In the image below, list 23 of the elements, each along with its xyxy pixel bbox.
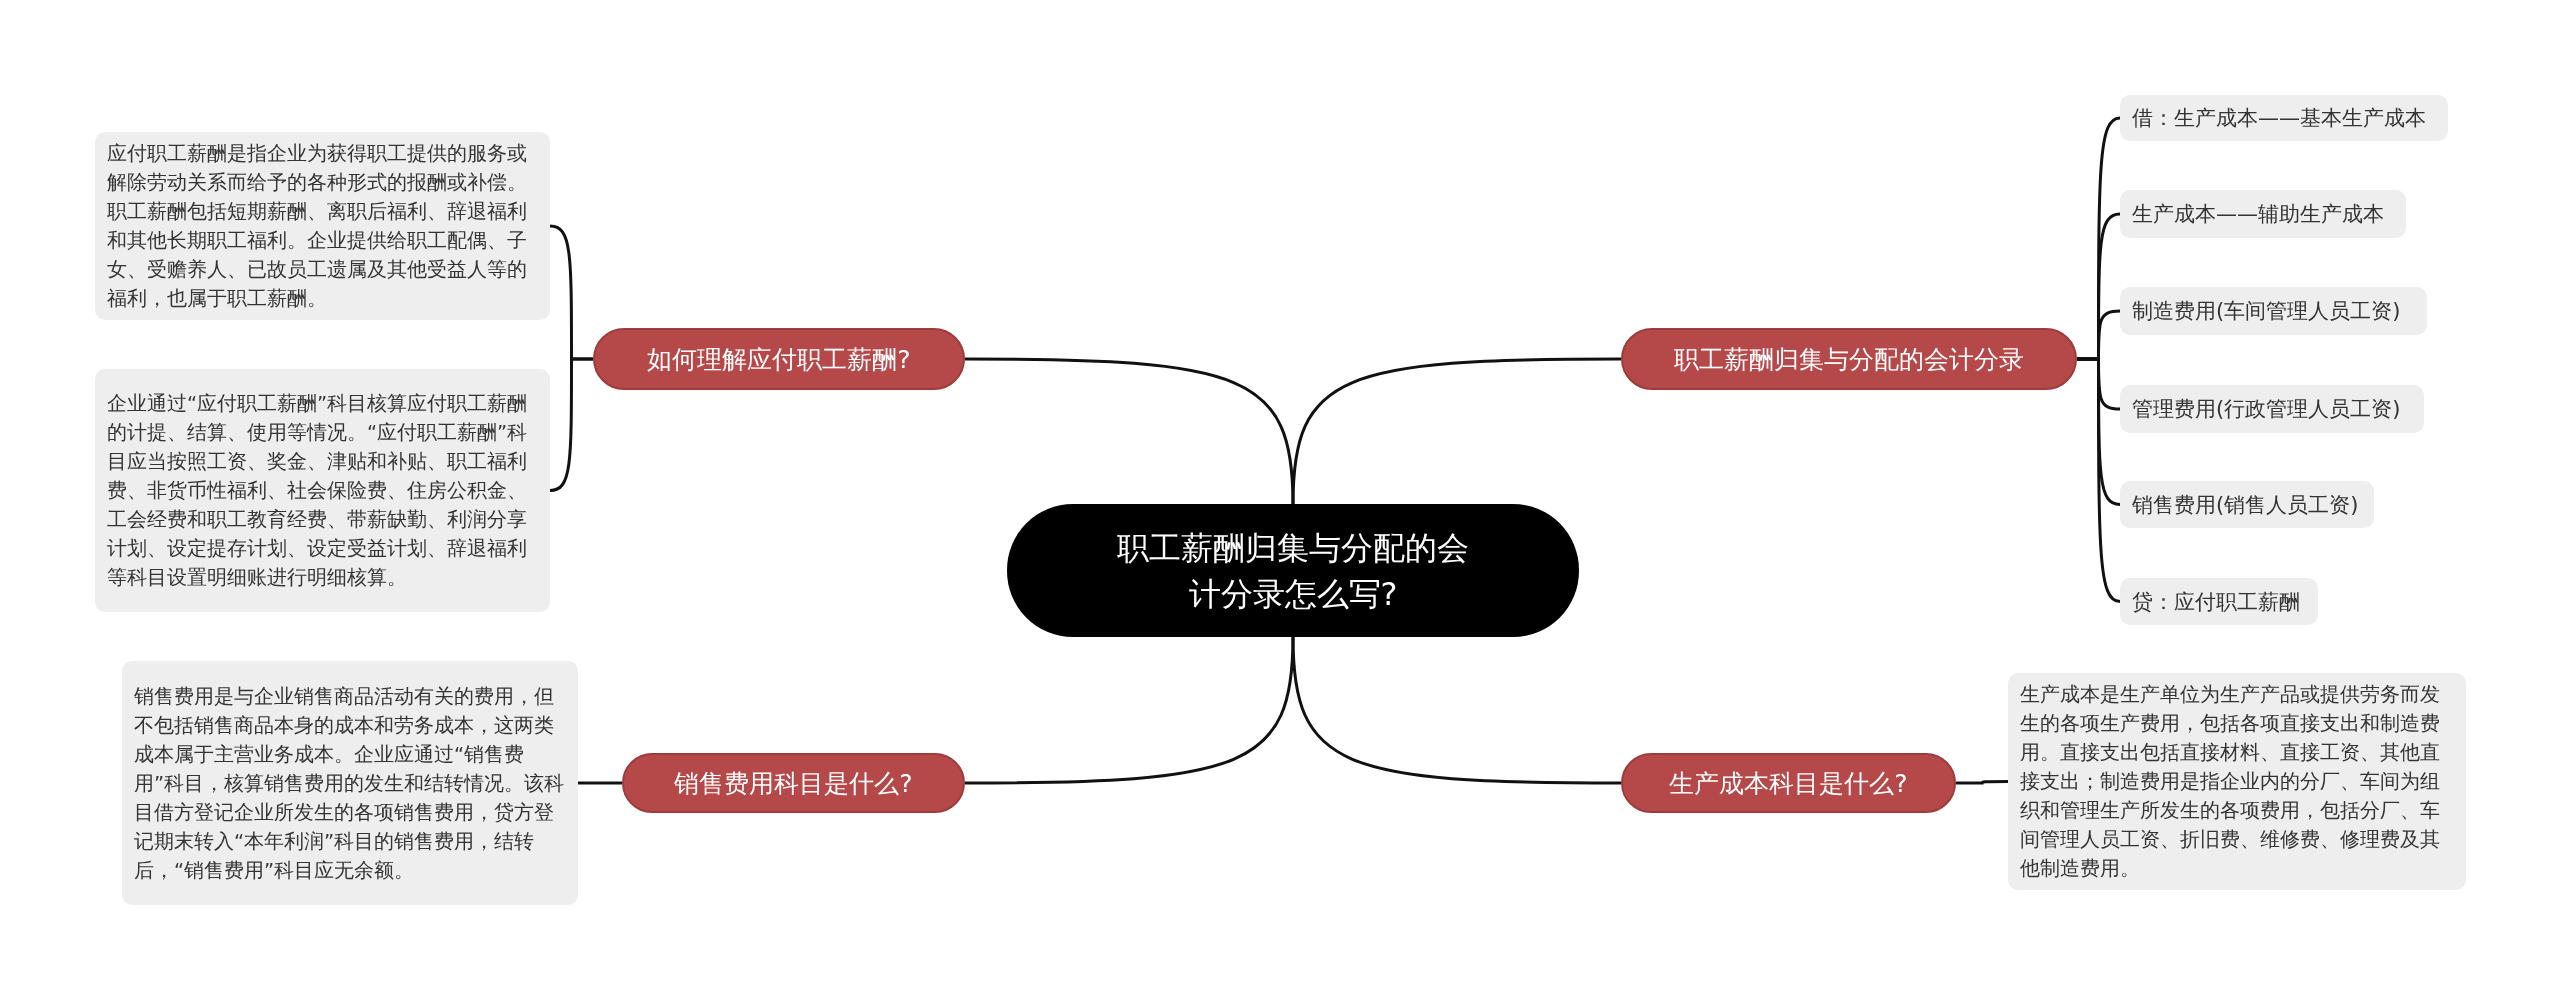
connector	[965, 357, 1295, 505]
note-box: 生产成本是生产单位为生产产品或提供劳务而发生的各项生产费用，包括各项直接支出和制造费用。直接支出包括直接材料、直接工资、其他直接支出；制造费用是指企业内的分厂、车间为组织和管理生产所发生的各项费用，包括分厂、车间管理人员工资、折旧费、维修费、修理费及其他制造费用。	[2008, 673, 2466, 890]
entry-box: 销售费用(销售人员工资)	[2120, 481, 2374, 528]
entry-box: 管理费用(行政管理人员工资)	[2120, 385, 2424, 433]
branch-topic: 销售费用科目是什么?	[622, 753, 965, 813]
note-box: 应付职工薪酬是指企业为获得职工提供的服务或解除劳动关系而给予的各种形式的报酬或补偿。职工薪酬包括短期薪酬、离职后福利、辞退福利和其他长期职工福利。企业提供给职工配偶、子女、受赡养人、已故员工遗属及其他受益人等的福利，也属于职工薪酬。	[95, 132, 550, 320]
branch-topic: 职工薪酬归集与分配的会计分录	[1621, 328, 2077, 390]
note-box: 企业通过“应付职工薪酬”科目核算应付职工薪酬的计提、结算、使用等情况。“应付职工薪酬”科目应当按照工资、奖金、津贴和补贴、职工福利费、非货币性福利、社会保险费、住房公积金、工会经费和职工教育经费、带薪缺勤、利润分享计划、设定提存计划、设定受益计划、辞退福利等科目设置明细账进行明细核算。	[95, 369, 550, 612]
connector	[2077, 357, 2121, 603]
connector	[578, 781, 622, 785]
connector	[965, 636, 1295, 785]
entry-box: 借：生产成本——基本生产成本	[2120, 95, 2448, 141]
connector	[1291, 357, 1621, 505]
note-box: 销售费用是与企业销售商品活动有关的费用，但不包括销售商品本身的成本和劳务成本，这两类成本属于主营业务成本。企业应通过“销售费用”科目，核算销售费用的发生和结转情况。该科目借方登记企业所发生的各项销售费用，贷方登记期末转入“本年利润”科目的销售费用，结转后，“销售费用”科目应无余额。	[122, 661, 578, 905]
branch-topic: 生产成本科目是什么?	[1621, 753, 1956, 813]
entry-box: 制造费用(车间管理人员工资)	[2120, 287, 2427, 335]
branch-topic: 如何理解应付职工薪酬?	[593, 328, 965, 390]
connector	[549, 357, 593, 492]
central-topic: 职工薪酬归集与分配的会计分录怎么写?	[1007, 504, 1579, 637]
connector	[1956, 780, 2008, 785]
entry-box: 贷：应付职工薪酬	[2120, 578, 2318, 625]
entry-box: 生产成本——辅助生产成本	[2120, 190, 2406, 238]
connector	[1291, 636, 1621, 785]
